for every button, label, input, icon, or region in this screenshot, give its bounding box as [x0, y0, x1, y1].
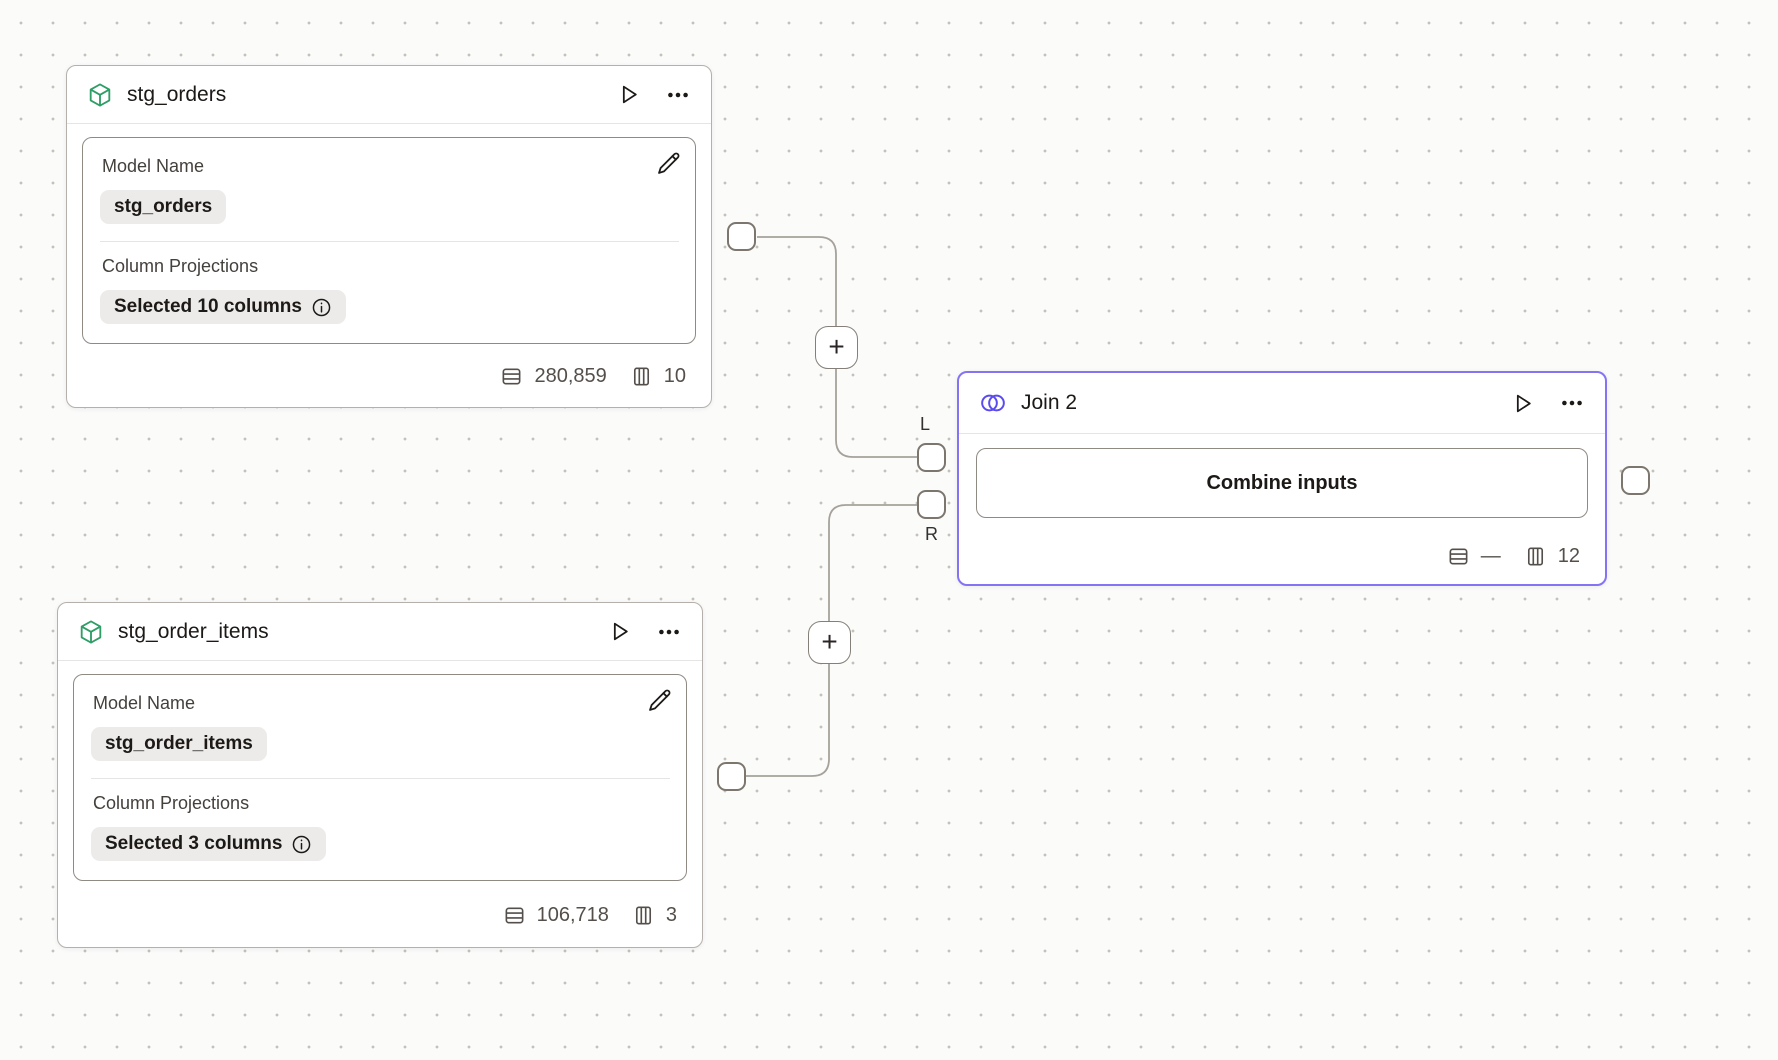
node-config-card: Model Name stg_orders Column Projections… — [82, 137, 696, 344]
node-menu-button[interactable] — [665, 82, 691, 108]
add-node-on-edge-button[interactable]: + — [808, 621, 851, 664]
edit-pencil-icon[interactable] — [655, 150, 682, 177]
model-name-label: Model Name — [93, 693, 196, 713]
add-node-on-edge-button[interactable]: + — [815, 326, 858, 369]
port-join-output[interactable] — [1621, 466, 1650, 495]
join-icon — [979, 389, 1007, 417]
node-menu-button[interactable] — [656, 619, 682, 645]
rows-icon — [500, 365, 523, 388]
port-label-right: R — [925, 524, 938, 544]
run-node-button[interactable] — [607, 619, 632, 644]
port-join-left-input[interactable] — [917, 443, 946, 472]
port-label-left: L — [920, 414, 931, 434]
node-join-2[interactable]: Join 2 Combine inputs — 12 — [957, 371, 1607, 586]
row-count: 106,718 — [536, 903, 609, 926]
info-icon[interactable] — [311, 297, 332, 318]
column-projections-label: Column Projections — [93, 793, 250, 813]
info-icon[interactable] — [291, 834, 312, 855]
node-config-card: Model Name stg_order_items Column Projec… — [73, 674, 687, 881]
node-stats-footer: 280,859 10 — [67, 344, 711, 408]
columns-icon — [1524, 545, 1547, 568]
node-stats-footer: — 12 — [959, 528, 1605, 584]
model-name-badge: stg_orders — [100, 190, 227, 224]
node-menu-button[interactable] — [1559, 390, 1585, 416]
node-join-2-header[interactable]: Join 2 — [959, 373, 1605, 434]
run-node-button[interactable] — [616, 82, 641, 107]
column-projections-badge: Selected 3 columns — [91, 827, 327, 861]
node-stg-orders[interactable]: stg_orders Model Name stg_orders Column … — [66, 65, 712, 408]
columns-icon — [632, 904, 655, 927]
card-divider — [100, 241, 679, 242]
model-box-icon — [78, 619, 104, 645]
port-stg-orders-output[interactable] — [727, 222, 756, 251]
model-box-icon — [87, 82, 113, 108]
node-stg-order-items[interactable]: stg_order_items Model Name stg_order_ite… — [57, 602, 703, 948]
run-node-button[interactable] — [1510, 391, 1535, 416]
node-stats-footer: 106,718 3 — [58, 883, 702, 947]
rows-icon — [1447, 545, 1470, 568]
node-title: stg_order_items — [118, 619, 269, 643]
column-count: 12 — [1557, 544, 1580, 567]
card-divider — [91, 778, 670, 779]
port-join-right-input[interactable] — [917, 490, 946, 519]
columns-icon — [630, 365, 653, 388]
column-count: 10 — [663, 364, 686, 387]
node-title: Join 2 — [1021, 391, 1078, 414]
column-count: 3 — [665, 903, 677, 926]
port-stg-order-items-output[interactable] — [717, 762, 746, 791]
row-count: — — [1480, 544, 1501, 567]
node-stg-orders-header[interactable]: stg_orders — [67, 66, 711, 124]
column-projections-label: Column Projections — [102, 256, 259, 276]
model-name-badge: stg_order_items — [91, 727, 267, 761]
node-stg-order-items-header[interactable]: stg_order_items — [58, 603, 702, 661]
combine-inputs-button[interactable]: Combine inputs — [976, 448, 1588, 518]
node-title: stg_orders — [127, 82, 227, 106]
edit-pencil-icon[interactable] — [646, 687, 673, 714]
column-projections-badge: Selected 10 columns — [100, 290, 346, 324]
rows-icon — [503, 904, 526, 927]
model-name-label: Model Name — [102, 156, 205, 176]
row-count: 280,859 — [534, 364, 607, 387]
